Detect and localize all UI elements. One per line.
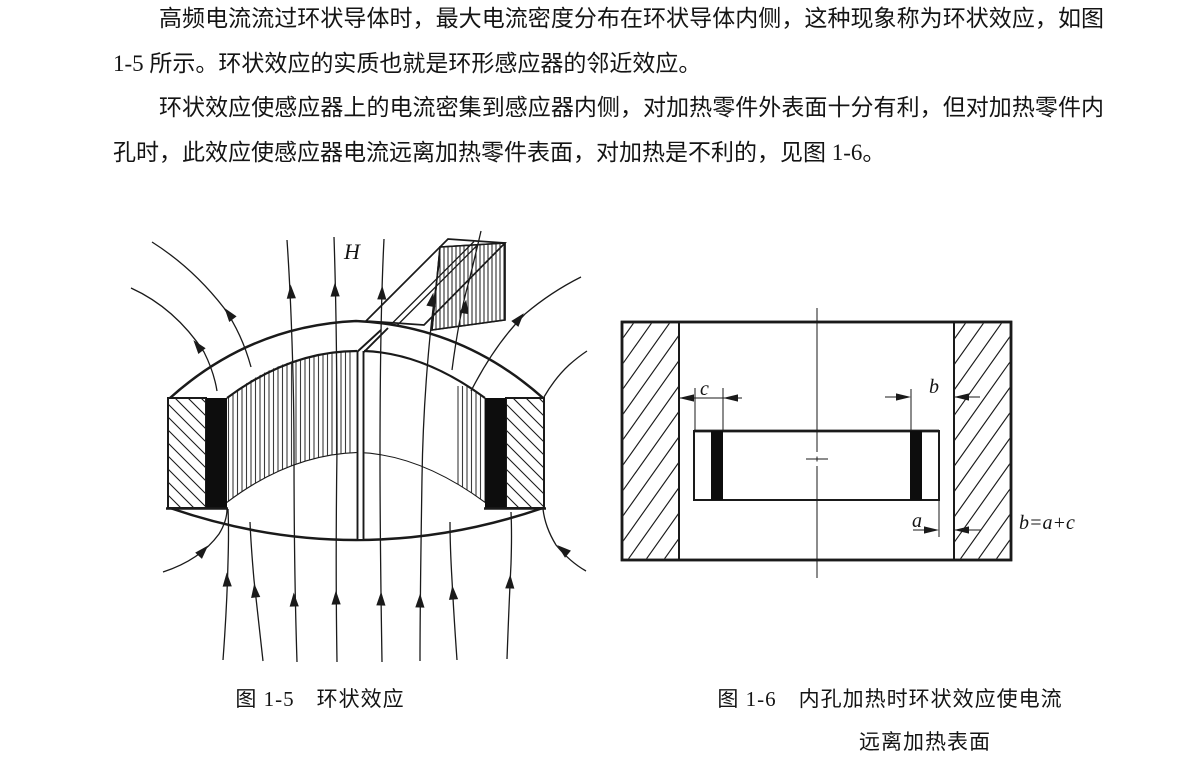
dimensions [679,388,981,537]
field-line-arrows [193,282,571,608]
inner-surface-hatch-right [457,386,485,503]
current-band-right [485,398,506,508]
dim-label-c: c [700,378,709,400]
section-hatch-right [506,398,544,508]
current-band-right [910,431,922,500]
current-band-left [206,398,227,508]
section-hatch-left [168,398,206,508]
paragraph-2: 环状效应使感应器上的电流密集到感应器内侧，对加热零件外表面十分有利，但对加热零件… [113,95,1104,165]
bore-walls [678,322,955,560]
ring-cross-section-left [166,397,228,510]
dim-formula: b=a+c [1019,512,1075,534]
centerline [806,308,828,578]
figure-1-5-ring-effect: H [130,230,588,663]
current-band-left [711,431,723,500]
busbar-endface-hatch [432,243,505,330]
paragraph-1: 高频电流流过环状导体时，最大电流密度分布在环状导体内侧，这种现象称为环状效应，如… [113,6,1104,76]
inductor-section [693,429,940,501]
ring-conductor [169,319,544,542]
dim-label-a: a [912,510,922,532]
ring-cross-section-right [484,397,546,510]
figure-1-5-caption: 图 1-5 环状效应 [235,687,405,711]
body-text: 高频电流流过环状导体时，最大电流密度分布在环状导体内侧，这种现象称为环状效应，如… [113,0,1104,175]
ring-slit [356,327,389,539]
figure-1-6-caption-line2: 远离加热表面 [859,730,991,754]
workpiece-hatch-right [955,323,1010,559]
figure-1-6-bore-section: c b a b=a+c [620,308,1075,578]
dim-label-b: b [929,376,939,398]
field-strength-label: H [343,239,361,264]
figure-1-6-caption-line1: 图 1-6 内孔加热时环状效应使电流 [717,687,1063,711]
busbar-leads [364,238,507,331]
workpiece-hatch-left [623,323,679,559]
